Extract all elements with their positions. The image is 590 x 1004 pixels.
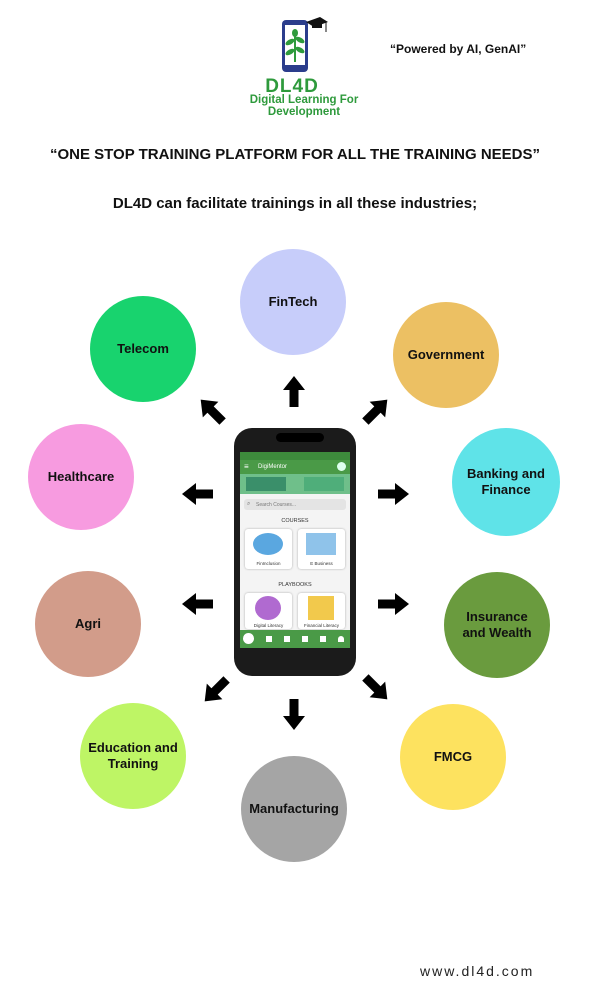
industry-label: Manufacturing <box>249 800 339 816</box>
nav-icon[interactable] <box>266 636 272 642</box>
search-placeholder: Search Courses... <box>256 502 297 508</box>
industry-label: FMCG <box>433 748 473 764</box>
industry-label: Insurance and Wealth <box>462 608 532 640</box>
logo-title: DL4D <box>265 76 319 97</box>
industry-label: Healthcare <box>47 468 115 484</box>
phone-status-bar <box>240 452 350 460</box>
subheadline: DL4D can facilitate trainings in all the… <box>112 195 478 212</box>
logo-phone-plant-icon <box>282 17 328 72</box>
course-thumbnail <box>306 533 336 555</box>
nav-icon[interactable] <box>320 636 326 642</box>
course-card[interactable]: E Business <box>298 529 345 569</box>
playbook-title: Digital Literacy <box>253 623 284 628</box>
website-url[interactable]: www.dl4d.com <box>420 963 535 979</box>
industry-telecom: Telecom <box>90 296 196 402</box>
logo-subtitle: Digital Learning For Development <box>249 94 359 118</box>
playbook-title: Financial Literacy <box>303 623 339 628</box>
logo <box>270 14 330 76</box>
nav-icon[interactable] <box>284 636 290 642</box>
industry-banking-finance: Banking and Finance <box>452 428 560 536</box>
playbook-thumbnail <box>308 596 334 620</box>
industry-education-training: Education and Training <box>80 703 186 809</box>
arrow-right-icon <box>378 483 409 505</box>
course-card[interactable]: FinInclusion <box>245 529 292 569</box>
home-icon[interactable] <box>243 633 254 644</box>
industry-label: FinTech <box>268 293 318 309</box>
powered-by-text: “Powered by AI, GenAI” <box>390 42 527 56</box>
arrow-down-right-icon <box>357 669 396 708</box>
phone-banner <box>240 474 350 494</box>
search-input[interactable]: ⌕ Search Courses... <box>244 499 346 510</box>
avatar <box>337 462 346 471</box>
arrow-left-icon <box>182 593 213 615</box>
industry-label: Government <box>407 346 485 362</box>
course-title: E Business <box>310 561 333 566</box>
industry-government: Government <box>393 302 499 408</box>
playbook-card[interactable]: Digital Literacy <box>245 593 292 629</box>
courses-label: COURSES <box>281 518 309 524</box>
bell-icon[interactable] <box>338 636 344 642</box>
industry-healthcare: Healthcare <box>28 424 134 530</box>
playbooks-label: PLAYBOOKS <box>278 582 312 588</box>
phone-bottom-nav <box>240 630 350 648</box>
industry-label: Telecom <box>117 340 169 356</box>
nav-icon[interactable] <box>302 636 308 642</box>
banner-image <box>246 477 286 491</box>
arrow-down-icon <box>283 699 305 730</box>
course-title: FinInclusion <box>256 561 281 566</box>
playbook-card[interactable]: Financial Literacy <box>298 593 345 629</box>
banner-image <box>304 477 344 491</box>
industry-insurance-wealth: Insurance and Wealth <box>444 572 550 678</box>
menu-icon: ≡ <box>244 462 249 471</box>
industry-label: Education and Training <box>88 739 178 771</box>
industry-fmcg: FMCG <box>400 704 506 810</box>
industry-fintech: FinTech <box>240 249 346 355</box>
arrow-left-icon <box>182 483 213 505</box>
phone-notch <box>276 433 324 442</box>
arrow-up-right-icon <box>357 391 396 430</box>
course-thumbnail <box>253 533 283 555</box>
app-name: DigiMentor <box>258 464 288 470</box>
industry-label: Agri <box>75 615 101 631</box>
arrow-right-icon <box>378 593 409 615</box>
industry-agri: Agri <box>35 571 141 677</box>
arrow-down-left-icon <box>196 671 235 710</box>
phone-app-bar: ≡ DigiMentor <box>240 460 350 474</box>
search-icon: ⌕ <box>247 501 251 507</box>
arrow-up-left-icon <box>192 391 231 430</box>
industry-manufacturing: Manufacturing <box>241 756 347 862</box>
playbook-thumbnail <box>255 596 281 620</box>
headline: “ONE STOP TRAINING PLATFORM FOR ALL THE … <box>49 146 540 163</box>
industry-label: Banking and Finance <box>466 465 545 497</box>
arrow-up-icon <box>283 376 305 407</box>
